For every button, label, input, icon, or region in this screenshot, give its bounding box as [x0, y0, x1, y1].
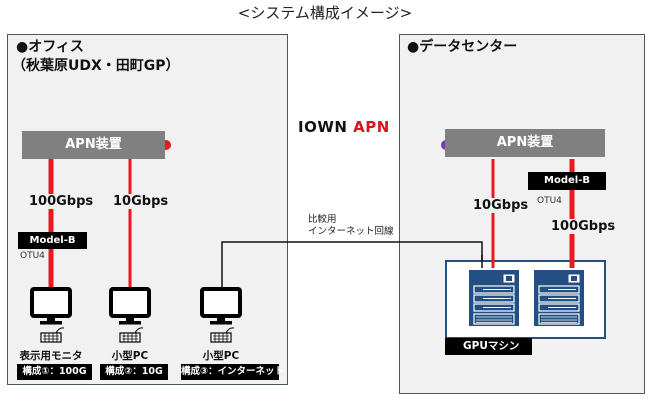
- dc-otu4: OTU4: [537, 196, 562, 206]
- datacenter-apn-device: APN装置: [445, 129, 605, 157]
- device-label: 小型PC: [111, 350, 149, 362]
- office-title: ●オフィス: [16, 39, 84, 55]
- config-1-caption: 構成①：100G: [17, 364, 92, 380]
- office-rate-100g: 100Gbps: [28, 194, 95, 209]
- office-otu4: OTU4: [20, 251, 45, 261]
- monitor-icon: [109, 287, 151, 344]
- link-label: IOWN APN: [298, 118, 390, 136]
- link-label-apn: APN: [353, 118, 390, 136]
- internet-line: [221, 241, 483, 287]
- internet-label-line2: インターネット回線: [308, 226, 394, 237]
- office-subtitle: （秋葉原UDX・田町GP）: [12, 58, 180, 74]
- dc-rate-10g: 10Gbps: [472, 198, 530, 213]
- config-3-caption: 構成③：インターネット: [181, 364, 284, 380]
- link-label-iown: IOWN: [298, 118, 348, 136]
- monitor-icon: [30, 287, 72, 344]
- dc-model-b: Model-B: [528, 172, 606, 190]
- office-model-b: Model-B: [18, 232, 87, 249]
- diagram-title: <システム構成イメージ>: [237, 4, 413, 22]
- config-2-caption: 構成②：10G: [100, 364, 168, 380]
- office-apn-device: APN装置: [22, 131, 165, 159]
- internet-label-line1: 比較用: [308, 214, 337, 225]
- office-panel: [7, 34, 288, 385]
- internet-line-label: 比較用 インターネット回線: [308, 214, 394, 238]
- office-rate-10g: 10Gbps: [112, 194, 170, 209]
- gpu-machine-label: GPUマシン: [445, 338, 532, 355]
- dc-rate-100g: 100Gbps: [550, 219, 617, 234]
- device-label: 表示用モニタ: [19, 350, 83, 362]
- datacenter-title: ●データセンター: [407, 39, 518, 55]
- device-label: 小型PC: [202, 350, 240, 362]
- gpu-machine-box: [445, 260, 606, 339]
- monitor-icon: [200, 287, 242, 344]
